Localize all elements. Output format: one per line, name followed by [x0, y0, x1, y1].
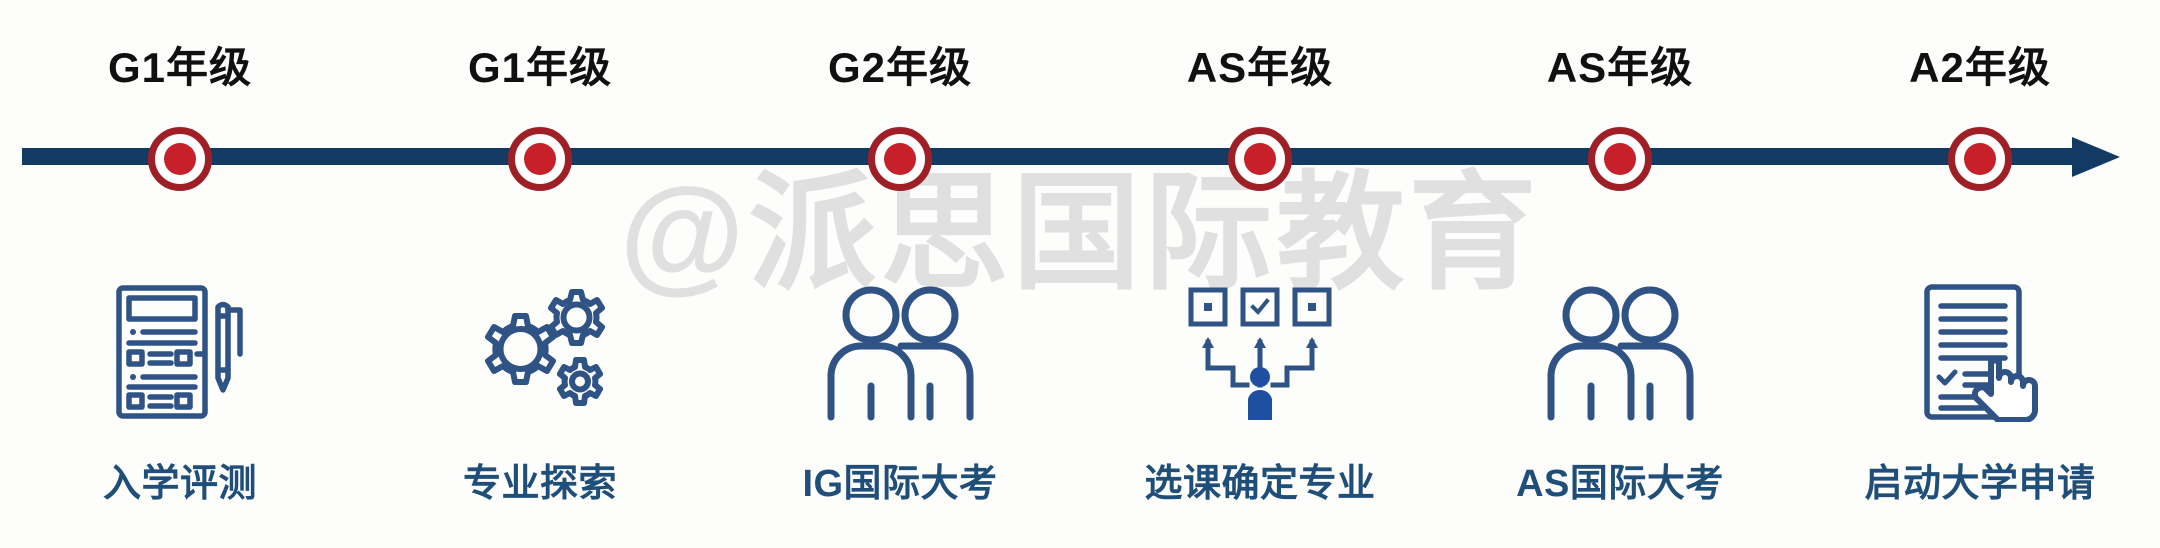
timeline-step[interactable]: A2年级 — [1800, 0, 2160, 548]
timeline-arrowhead-icon — [2072, 137, 2120, 177]
timeline-marker[interactable] — [1228, 127, 1292, 191]
step-milestone-label: 入学评测 — [102, 463, 257, 505]
step-milestone-label: 启动大学申请 — [1864, 463, 2096, 505]
timeline-marker[interactable] — [148, 127, 212, 191]
timeline-marker-core — [524, 143, 556, 175]
timeline-marker[interactable] — [1948, 127, 2012, 191]
timeline-step[interactable]: G1年级 — [0, 0, 360, 548]
timeline-marker[interactable] — [1588, 127, 1652, 191]
timeline-step[interactable]: AS年级 — [1080, 0, 1440, 548]
step-milestone-label: 专业探索 — [462, 463, 617, 505]
timeline-marker[interactable] — [508, 127, 572, 191]
document-with-pen-icon — [0, 282, 360, 422]
timeline-marker-core — [1244, 143, 1276, 175]
two-people-icon — [1440, 282, 1800, 422]
watermark-text: @派思国际教育 — [619, 162, 1541, 305]
timeline-step[interactable]: G2年级 IG国际大考 — [720, 0, 1080, 548]
document-with-cursor-icon — [1800, 282, 2160, 422]
timeline-marker-core — [884, 143, 916, 175]
step-grade-label: G1年级 — [107, 44, 253, 91]
two-people-icon — [720, 282, 1080, 422]
timeline-step[interactable]: AS年级 AS国际大考 — [1440, 0, 1800, 548]
step-grade-label: G2年级 — [827, 44, 973, 91]
step-grade-label: AS年级 — [1546, 44, 1694, 91]
timeline-marker-core — [1964, 143, 1996, 175]
timeline-marker-core — [1604, 143, 1636, 175]
step-milestone-label: 选课确定专业 — [1144, 463, 1376, 505]
step-grade-label: AS年级 — [1186, 44, 1334, 91]
timeline-marker-core — [164, 143, 196, 175]
step-milestone-label: IG国际大考 — [802, 463, 998, 505]
step-grade-label: G1年级 — [467, 44, 613, 91]
step-grade-label: A2年级 — [1909, 44, 2051, 91]
step-milestone-label: AS国际大考 — [1516, 463, 1724, 505]
gears-icon — [360, 282, 720, 422]
decision-branches-icon — [1080, 282, 1440, 422]
timeline-step[interactable]: G1年级 专业探索 — [360, 0, 720, 548]
timeline-marker[interactable] — [868, 127, 932, 191]
